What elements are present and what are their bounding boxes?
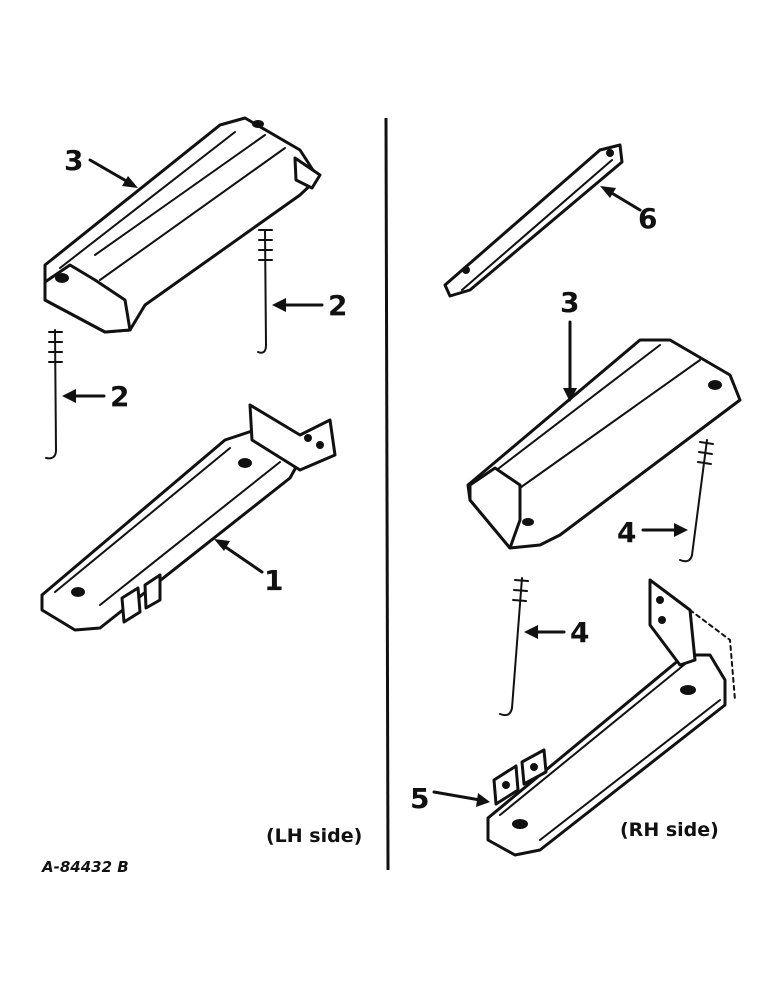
lh-hold-down-cover bbox=[43, 116, 322, 334]
callout-number: 2 bbox=[328, 289, 347, 322]
lh-callout-bolt-a: 2 bbox=[272, 289, 347, 322]
callout-number: 4 bbox=[570, 616, 589, 649]
lh-side-label: (LH side) bbox=[266, 825, 362, 847]
callout-number: 1 bbox=[264, 564, 283, 597]
callout-number: 3 bbox=[64, 144, 83, 177]
rh-j-bolt-left bbox=[499, 577, 529, 717]
callout-number: 6 bbox=[638, 202, 657, 235]
rh-battery-tray bbox=[486, 578, 736, 857]
rh-callout-cover: 3 bbox=[560, 286, 579, 402]
callout-number: 2 bbox=[110, 380, 129, 413]
rh-side-label: (RH side) bbox=[620, 819, 719, 841]
rh-hold-down-strap bbox=[443, 143, 624, 298]
callout-number: 3 bbox=[560, 286, 579, 319]
drawing-number: A-84432 B bbox=[41, 858, 129, 876]
rh-hold-down-cover bbox=[466, 338, 742, 550]
rh-callout-tray: 5 bbox=[410, 782, 490, 815]
rh-callout-strap: 6 bbox=[600, 186, 657, 235]
callout-number: 4 bbox=[617, 516, 636, 549]
rh-j-bolt-right bbox=[679, 439, 714, 563]
lh-callout-tray: 1 bbox=[214, 539, 283, 597]
lh-battery-tray bbox=[40, 403, 337, 632]
rh-callout-bolt-b: 4 bbox=[524, 616, 589, 649]
side-divider bbox=[384, 117, 390, 871]
rh-callout-bolt-a: 4 bbox=[617, 516, 688, 549]
lh-j-bolt-left bbox=[45, 329, 63, 460]
lh-callout-cover: 3 bbox=[64, 144, 138, 188]
lh-callout-bolt-b: 2 bbox=[62, 380, 129, 413]
lh-j-bolt-right bbox=[257, 229, 273, 354]
callout-number: 5 bbox=[410, 782, 429, 815]
